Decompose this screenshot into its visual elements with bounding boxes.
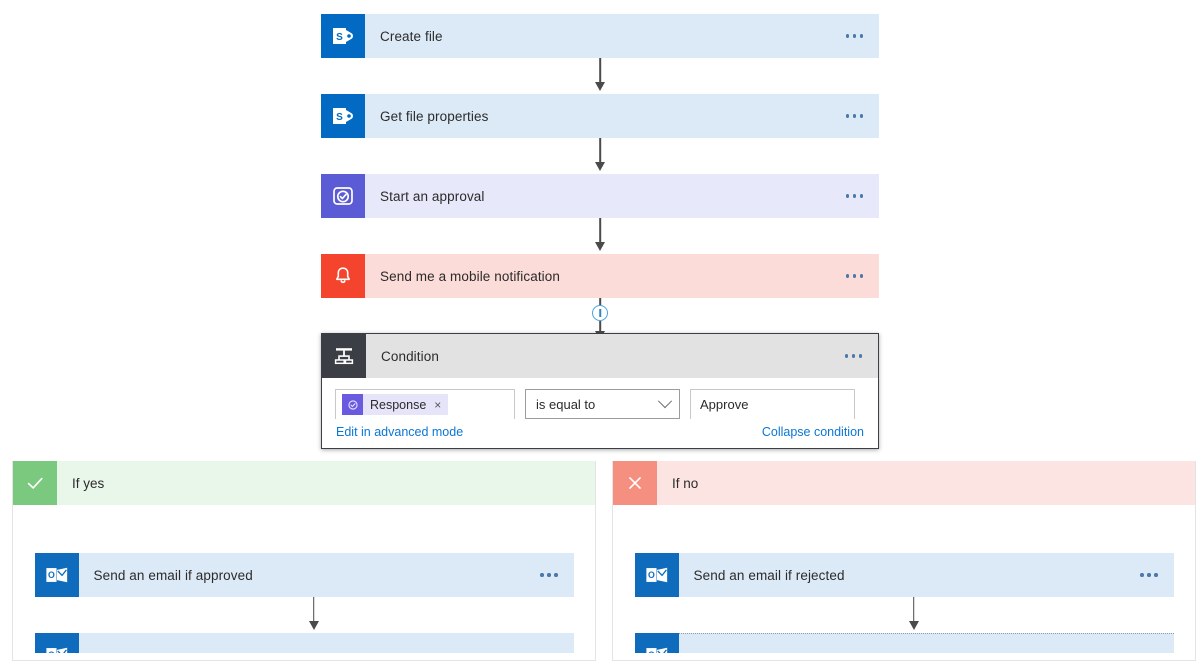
flow-step-title: Send an email if approved xyxy=(93,567,253,583)
bell-icon xyxy=(321,254,365,298)
connector-arrow xyxy=(635,597,1193,633)
condition-header-body: Condition xyxy=(366,334,878,378)
condition-operator-value: is equal to xyxy=(536,396,596,412)
approval-icon xyxy=(321,174,365,218)
flow-step-next-action-no[interactable]: O xyxy=(634,633,1174,653)
svg-text:S: S xyxy=(336,32,343,43)
condition-body: Response × is equal to Approve Edit in a… xyxy=(322,378,878,448)
condition-card[interactable]: Condition Response × xyxy=(321,333,879,449)
flow-main-chain: S Create file S xyxy=(321,14,879,344)
more-commands-button[interactable] xyxy=(1138,567,1160,583)
connector-arrow xyxy=(321,138,879,174)
branch-if-no: If no O Send an email if rejected xyxy=(612,461,1196,661)
svg-text:O: O xyxy=(48,570,55,580)
flow-step-create-file[interactable]: S Create file xyxy=(321,14,879,58)
response-token-label: Response xyxy=(370,397,427,412)
condition-links: Edit in advanced mode Collapse condition xyxy=(335,425,865,439)
svg-text:S: S xyxy=(336,112,343,123)
flow-step-send-email-rejected[interactable]: O Send an email if rejected xyxy=(634,553,1174,597)
more-commands-button[interactable] xyxy=(844,28,866,44)
sharepoint-icon: S xyxy=(321,94,365,138)
flow-step-get-file-properties[interactable]: S Get file properties xyxy=(321,94,879,138)
edit-in-advanced-mode-link[interactable]: Edit in advanced mode xyxy=(336,425,464,439)
sharepoint-icon: S xyxy=(321,14,365,58)
approval-response-token-icon xyxy=(342,394,363,415)
flow-step-body: Create file xyxy=(365,14,879,58)
flow-step-body xyxy=(678,633,1174,653)
more-commands-button[interactable] xyxy=(843,348,865,364)
flow-step-body xyxy=(78,633,574,653)
more-commands-button[interactable] xyxy=(844,268,866,284)
condition-value-field[interactable]: Approve xyxy=(690,389,855,419)
condition-value-text: Approve xyxy=(700,397,749,412)
flow-step-send-email-approved[interactable]: O Send an email if approved xyxy=(34,553,574,597)
branch-if-yes-label: If yes xyxy=(57,461,595,505)
flow-step-body: Send an email if approved xyxy=(78,553,574,597)
branch-if-yes-header[interactable]: If yes xyxy=(13,461,595,505)
condition-title: Condition xyxy=(381,348,439,364)
flow-step-title: Get file properties xyxy=(380,108,489,124)
flow-step-body: Send an email if rejected xyxy=(678,553,1174,597)
branch-if-no-header[interactable]: If no xyxy=(613,461,1195,505)
svg-text:O: O xyxy=(648,570,655,580)
condition-expression-row: Response × is equal to Approve xyxy=(335,389,865,419)
collapse-condition-link[interactable]: Collapse condition xyxy=(761,425,864,439)
branch-if-yes-action-list: O Send an email if approved xyxy=(34,553,574,653)
response-token[interactable]: Response × xyxy=(342,394,449,415)
outlook-icon: O xyxy=(634,553,679,597)
flow-step-start-an-approval[interactable]: Start an approval xyxy=(321,174,879,218)
flow-step-title: Send me a mobile notification xyxy=(380,268,561,284)
checkmark-icon xyxy=(13,461,57,505)
more-commands-button[interactable] xyxy=(844,108,866,124)
condition-branch-icon xyxy=(322,334,366,378)
insert-step-icon[interactable] xyxy=(592,305,608,321)
flow-step-next-action-yes[interactable]: O xyxy=(34,633,574,653)
chevron-down-icon xyxy=(657,394,673,409)
outlook-icon: O xyxy=(34,553,79,597)
remove-token-icon[interactable]: × xyxy=(434,397,442,412)
branch-if-no-content: O Send an email if rejected xyxy=(613,505,1195,653)
flow-step-body: Start an approval xyxy=(365,174,879,218)
svg-text:O: O xyxy=(648,650,655,653)
more-commands-button[interactable] xyxy=(844,188,866,204)
flow-step-body: Send me a mobile notification xyxy=(365,254,879,298)
branch-if-yes-content: O Send an email if approved xyxy=(13,505,595,653)
branch-if-yes: If yes O Send an email if approved xyxy=(12,461,596,661)
connector-arrow xyxy=(321,218,879,254)
close-x-icon xyxy=(613,461,657,505)
connector-arrow xyxy=(35,597,593,633)
more-commands-button[interactable] xyxy=(538,567,560,583)
connector-arrow xyxy=(321,58,879,94)
outlook-icon: O xyxy=(34,633,79,653)
branch-if-no-action-list: O Send an email if rejected xyxy=(634,553,1174,653)
flow-step-send-notification[interactable]: Send me a mobile notification xyxy=(321,254,879,298)
svg-text:O: O xyxy=(48,650,55,653)
flow-step-body: Get file properties xyxy=(365,94,879,138)
condition-operator-select[interactable]: is equal to xyxy=(525,389,680,419)
flow-step-title: Start an approval xyxy=(380,188,485,204)
flow-step-title: Create file xyxy=(380,28,443,44)
branch-if-no-label: If no xyxy=(657,461,1195,505)
flow-step-title: Send an email if rejected xyxy=(693,567,845,583)
outlook-icon: O xyxy=(634,633,679,653)
condition-left-operand-field[interactable]: Response × xyxy=(335,389,515,419)
condition-header[interactable]: Condition xyxy=(322,334,878,378)
